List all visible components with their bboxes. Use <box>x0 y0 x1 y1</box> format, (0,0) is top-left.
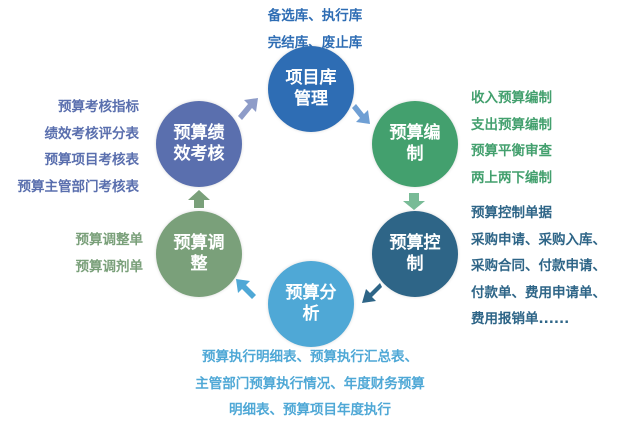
arrow-performance-to-project <box>238 98 258 120</box>
note: 采购合同、付款申请、 <box>471 258 606 274</box>
note: 预算执行明细表、预算执行汇总表、 <box>202 349 418 365</box>
node-budget-adjust[interactable]: 预算调整 <box>156 211 242 297</box>
note: 明细表、预算项目年度执行 <box>229 402 391 418</box>
note: 预算主管部门考核表 <box>17 178 140 195</box>
arrow-analysis-to-adjust <box>236 279 256 299</box>
node-label: 预算调整 <box>173 233 225 274</box>
notes-compile: 收入预算编制 支出预算编制 预算平衡审查 两上两下编制 <box>471 85 552 191</box>
note: 预算调整单 <box>75 232 144 248</box>
node-label: 预算绩效考核 <box>173 123 225 164</box>
note: 付款单、费用申请单、 <box>471 284 606 301</box>
node-label: 项目库管理 <box>285 68 337 109</box>
note: 收入预算编制 <box>471 90 552 106</box>
node-label: 预算编制 <box>389 123 441 164</box>
note: 采购申请、采购入库、 <box>471 231 606 248</box>
notes-control: 预算控制单据 采购申请、采购入库、 采购合同、付款申请、 付款单、费用申请单、 … <box>471 200 606 333</box>
note: 预算调剂单 <box>75 258 144 275</box>
arrow-project-to-compile <box>352 104 370 124</box>
note: 预算平衡审查 <box>471 143 552 159</box>
node-label: 预算控制 <box>389 233 441 274</box>
note: 费用报销单...... <box>471 311 570 327</box>
note: 支出预算编制 <box>471 116 552 133</box>
note: 预算考核指标 <box>58 99 139 115</box>
notes-adjust: 预算调整单 预算调剂单 <box>0 227 144 280</box>
note: 预算控制单据 <box>471 205 552 221</box>
note: 主管部门预算执行情况、年度财务预算 <box>195 375 425 392</box>
note: 预算项目考核表 <box>44 152 140 168</box>
node-budget-control[interactable]: 预算控制 <box>372 211 458 297</box>
note: 两上两下编制 <box>471 169 552 186</box>
arrow-adjust-to-performance <box>188 190 210 208</box>
node-budget-analysis[interactable]: 预算分析 <box>268 261 354 347</box>
node-budget-performance[interactable]: 预算绩效考核 <box>156 101 242 187</box>
notes-analysis: 预算执行明细表、预算执行汇总表、 主管部门预算执行情况、年度财务预算 明细表、预… <box>160 344 460 424</box>
note: 绩效考核评分表 <box>44 125 140 142</box>
notes-performance: 预算考核指标 绩效考核评分表 预算项目考核表 预算主管部门考核表 <box>0 94 140 200</box>
node-budget-compile[interactable]: 预算编制 <box>372 101 458 187</box>
notes-project: 备选库、执行库 完结库、废止库 <box>215 3 415 56</box>
arrow-compile-to-control <box>403 193 425 210</box>
node-project-library[interactable]: 项目库管理 <box>268 46 354 132</box>
arrow-control-to-analysis <box>362 283 382 303</box>
note: 完结库、废止库 <box>267 34 363 51</box>
node-label: 预算分析 <box>285 283 337 324</box>
note: 备选库、执行库 <box>267 8 363 24</box>
